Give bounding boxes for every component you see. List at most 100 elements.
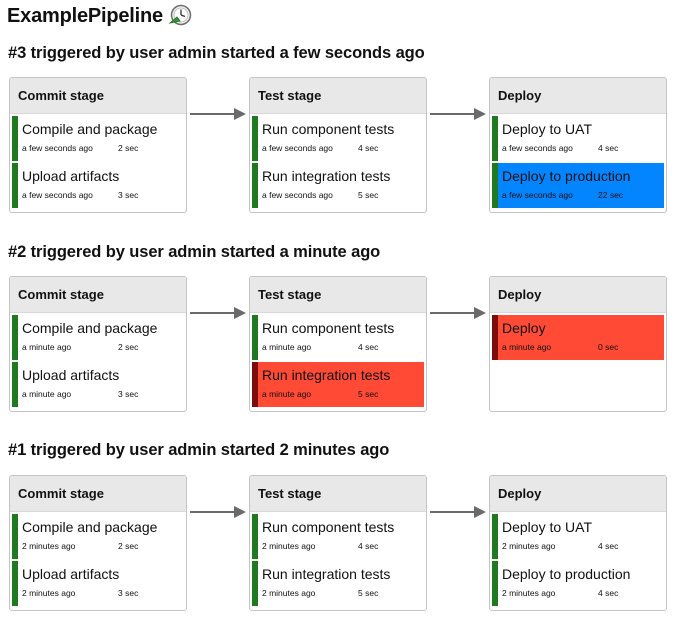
task-name: Run integration tests: [262, 566, 391, 582]
stage-header: Commit stage: [10, 476, 186, 512]
task-time: 2 minutes ago: [262, 588, 316, 598]
task-time: 2 minutes ago: [22, 588, 76, 598]
task-meta: 2 minutes ago 5 sec: [262, 588, 424, 598]
task-meta: a few seconds ago 4 sec: [502, 143, 664, 153]
task-success[interactable]: Deploy to UAT a few seconds ago 4 sec: [492, 116, 664, 161]
run-heading: #3 triggered by user admin started a few…: [8, 44, 425, 62]
task-meta: a few seconds ago 3 sec: [22, 190, 184, 200]
task-name: Compile and package: [22, 121, 158, 137]
task-time: 2 minutes ago: [502, 588, 556, 598]
task-time: a few seconds ago: [22, 143, 93, 153]
stage-header: Commit stage: [10, 78, 186, 114]
arrow-right-icon: [430, 108, 486, 120]
task-name: Upload artifacts: [22, 168, 120, 184]
task-name: Deploy: [502, 320, 546, 336]
task-time: a few seconds ago: [502, 190, 573, 200]
task-meta: 2 minutes ago 2 sec: [22, 541, 184, 551]
task-failed[interactable]: Run integration tests a minute ago 5 sec: [252, 362, 424, 407]
arrow-right-icon: [190, 506, 246, 518]
task-time: a minute ago: [502, 342, 552, 352]
task-success[interactable]: Deploy to production 2 minutes ago 4 sec: [492, 561, 664, 606]
task-duration: 4 sec: [358, 342, 379, 352]
arrow-right-icon: [430, 506, 486, 518]
task-success[interactable]: Compile and package a few seconds ago 2 se…: [12, 116, 184, 161]
task-time: a few seconds ago: [22, 190, 93, 200]
task-duration: 3 sec: [118, 190, 139, 200]
task-name: Compile and package: [22, 519, 158, 535]
task-duration: 4 sec: [598, 143, 619, 153]
task-name: Run integration tests: [262, 367, 391, 383]
task-name: Run component tests: [262, 320, 395, 336]
task-duration: 4 sec: [358, 143, 379, 153]
task-time: a few seconds ago: [502, 143, 573, 153]
task-meta: a minute ago 5 sec: [262, 389, 424, 399]
task-running[interactable]: Deploy to production a few seconds ago 22 …: [492, 163, 664, 208]
task-name: Deploy to production: [502, 566, 631, 582]
task-time: a minute ago: [262, 342, 312, 352]
stage-header: Commit stage: [10, 277, 186, 313]
task-duration: 2 sec: [118, 143, 139, 153]
arrow-right-icon: [190, 108, 246, 120]
task-time: a few seconds ago: [262, 143, 333, 153]
task-name: Run integration tests: [262, 168, 391, 184]
pipeline-title-bar: ExamplePipeline: [7, 4, 192, 28]
pipeline-clock-icon: [168, 4, 192, 26]
task-success[interactable]: Upload artifacts a few seconds ago 3 sec: [12, 163, 184, 208]
task-time: a minute ago: [22, 389, 72, 399]
task-time: 2 minutes ago: [22, 541, 76, 551]
task-duration: 2 sec: [118, 541, 139, 551]
task-name: Deploy to UAT: [502, 519, 592, 535]
task-time: 2 minutes ago: [502, 541, 556, 551]
task-duration: 22 sec: [598, 190, 624, 200]
task-duration: 4 sec: [358, 541, 379, 551]
task-name: Run component tests: [262, 519, 395, 535]
task-success[interactable]: Run integration tests 2 minutes ago 5 sec: [252, 561, 424, 606]
task-success[interactable]: Run component tests 2 minutes ago 4 sec: [252, 514, 424, 559]
stage-header: Test stage: [250, 277, 426, 313]
task-duration: 5 sec: [358, 389, 379, 399]
run-heading: #2 triggered by user admin started a min…: [8, 243, 381, 261]
task-duration: 3 sec: [118, 389, 139, 399]
task-duration: 5 sec: [358, 588, 379, 598]
task-success[interactable]: Run component tests a minute ago 4 sec: [252, 315, 424, 360]
stage-header: Deploy: [490, 78, 666, 114]
task-meta: a minute ago 3 sec: [22, 389, 184, 399]
task-time: 2 minutes ago: [262, 541, 316, 551]
pipeline-title: ExamplePipeline: [7, 4, 163, 27]
arrow-right-icon: [430, 307, 486, 319]
task-name: Deploy to UAT: [502, 121, 592, 137]
task-time: a minute ago: [262, 389, 312, 399]
task-success[interactable]: Compile and package 2 minutes ago 2 sec: [12, 514, 184, 559]
task-name: Upload artifacts: [22, 566, 120, 582]
run-heading: #1 triggered by user admin started 2 min…: [8, 441, 390, 459]
task-meta: a few seconds ago 2 sec: [22, 143, 184, 153]
task-name: Compile and package: [22, 320, 158, 336]
task-duration: 2 sec: [118, 342, 139, 352]
task-name: Deploy to production: [502, 168, 631, 184]
stage-header: Test stage: [250, 476, 426, 512]
stage-header: Deploy: [490, 476, 666, 512]
task-duration: 4 sec: [598, 588, 619, 598]
task-time: a few seconds ago: [262, 190, 333, 200]
